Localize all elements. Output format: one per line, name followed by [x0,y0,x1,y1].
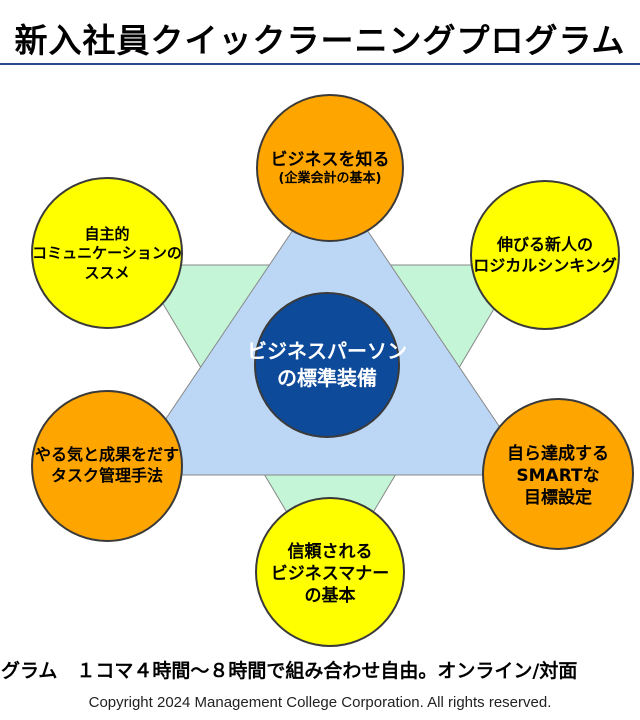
program-footer-note: ログラム １コマ４時間～８時間で組み合わせ自由。オンライン/対面 [0,660,578,682]
node-business-knowledge-line1: ビジネスを知る [270,149,390,170]
node-circle-communication[interactable] [31,177,183,329]
node-smart-goals: 自ら達成する SMARTな 目標設定 [478,436,638,516]
node-circle-business-manners[interactable] [255,497,405,647]
node-business-manners-line3: の基本 [304,586,356,607]
node-smart-goals-line2: SMARTな [516,465,600,486]
node-smart-goals-line1: 自ら達成する [507,443,609,464]
node-communication: 自主的 コミュニケーションの ススメ [22,216,192,292]
copyright-notice: Copyright 2024 Management College Corpor… [88,694,552,711]
node-task-management-line1: やる気と成果をだす [34,445,179,465]
node-circle-task-management[interactable] [31,390,183,542]
node-business-manners-line1: 信頼される [287,541,373,562]
node-smart-goals-line3: 目標設定 [524,488,592,509]
node-business-knowledge-line2: (企業会計の基本) [278,170,382,186]
node-logical-thinking-line2: ロジカルシンキング [473,256,617,275]
page-title: 新入社員クイックラーニングプログラム [14,21,626,60]
node-communication-line3: ススメ [84,263,130,282]
node-logical-thinking: 伸びる新人の ロジカルシンキング [465,228,625,284]
node-business-manners: 信頼される ビジネスマナー の基本 [250,534,410,614]
node-logical-thinking-line1: 伸びる新人の [496,235,593,255]
node-communication-line1: 自主的 [84,224,130,243]
node-business-knowledge: ビジネスを知る (企業会計の基本) [250,138,410,198]
node-circle-business-knowledge[interactable] [256,94,404,242]
node-task-management: やる気と成果をだす タスク管理手法 [27,438,187,494]
node-communication-line2: コミュニケーションの [32,244,182,263]
title-underline [0,63,640,65]
node-circle-logical-thinking[interactable] [470,180,620,330]
center-label-line2: の標準装備 [277,366,377,390]
node-task-management-line2: タスク管理手法 [50,466,163,485]
node-circle-smart-goals[interactable] [482,398,634,550]
center-label-line1: ビジネスパーソン [247,339,407,363]
center-label: ビジネスパーソン の標準装備 [237,335,417,395]
node-business-manners-line2: ビジネスマナー [270,563,390,584]
center-circle[interactable] [254,292,400,438]
